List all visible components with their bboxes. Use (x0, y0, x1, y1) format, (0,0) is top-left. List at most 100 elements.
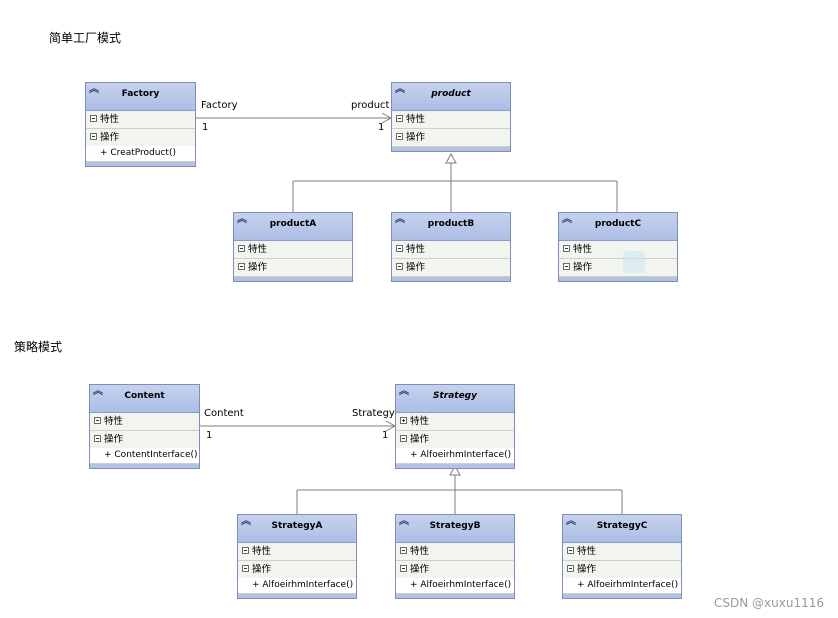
operation-item: + AlfoeirhmInterface() (396, 448, 514, 464)
collapse-box-icon[interactable] (242, 565, 249, 572)
operations-label: 操作 (577, 564, 597, 575)
collapse-box-icon[interactable] (90, 133, 97, 140)
operations-label: 操作 (104, 434, 124, 445)
class-strategy-a[interactable]: ︽ StrategyA 特性 操作 + AlfoeirhmInterface() (237, 514, 357, 599)
class-product-b[interactable]: ︽ productB 特性 操作 (391, 212, 511, 282)
collapse-chevron-icon[interactable]: ︽ (237, 214, 247, 225)
attributes-compartment[interactable]: 特性 (90, 413, 199, 431)
attributes-label: 特性 (410, 546, 430, 557)
collapse-chevron-icon[interactable]: ︽ (93, 386, 103, 397)
attributes-label: 特性 (410, 416, 430, 427)
attributes-compartment[interactable]: 特性 (238, 543, 356, 561)
attributes-compartment[interactable]: 特性 (392, 111, 510, 129)
attributes-compartment[interactable]: 特性 (234, 241, 352, 259)
class-name: Factory (121, 89, 160, 99)
operations-compartment[interactable]: 操作 (392, 259, 510, 277)
operations-compartment[interactable]: 操作 (238, 561, 356, 578)
class-footer (396, 594, 514, 598)
collapse-chevron-icon[interactable]: ︽ (399, 386, 409, 397)
class-strategy-b[interactable]: ︽ StrategyB 特性 操作 + AlfoeirhmInterface() (395, 514, 515, 599)
class-footer (86, 162, 195, 166)
class-product[interactable]: ︽ product 特性 操作 (391, 82, 511, 152)
operations-label: 操作 (406, 132, 426, 143)
operations-compartment[interactable]: 操作 (86, 129, 195, 146)
class-product-a[interactable]: ︽ productA 特性 操作 (233, 212, 353, 282)
attributes-compartment[interactable]: 特性 (86, 111, 195, 129)
class-header: ︽ Factory (86, 83, 195, 111)
overlay-icon (623, 251, 645, 273)
class-header: ︽ productA (234, 213, 352, 241)
class-strategy[interactable]: ︽ Strategy 特性 操作 + AlfoeirhmInterface() (395, 384, 515, 469)
collapse-chevron-icon[interactable]: ︽ (241, 516, 251, 527)
collapse-box-icon[interactable] (94, 417, 101, 424)
class-content[interactable]: ︽ Content 特性 操作 + ContentInterface() (89, 384, 200, 469)
attributes-compartment[interactable]: 特性 (396, 413, 514, 431)
class-footer (396, 464, 514, 468)
class-header: ︽ StrategyB (396, 515, 514, 543)
collapse-box-icon[interactable] (238, 263, 245, 270)
attributes-compartment[interactable]: 特性 (559, 241, 677, 259)
collapse-chevron-icon[interactable]: ︽ (566, 516, 576, 527)
class-name: StrategyB (429, 521, 481, 531)
collapse-chevron-icon[interactable]: ︽ (562, 214, 572, 225)
collapse-chevron-icon[interactable]: ︽ (395, 84, 405, 95)
class-name: productC (594, 219, 642, 229)
operations-compartment[interactable]: 操作 (392, 129, 510, 147)
collapse-box-icon[interactable] (567, 565, 574, 572)
operation-item: + AlfoeirhmInterface() (238, 578, 356, 594)
collapse-box-icon[interactable] (400, 565, 407, 572)
section-title-simple-factory: 简单工厂模式 (49, 31, 122, 45)
class-header: ︽ StrategyA (238, 515, 356, 543)
collapse-box-icon[interactable] (563, 263, 570, 270)
class-header: ︽ Strategy (396, 385, 514, 413)
operations-label: 操作 (100, 132, 120, 143)
collapse-box-icon[interactable] (396, 263, 403, 270)
collapse-box-icon[interactable] (400, 435, 407, 442)
class-footer (392, 147, 510, 151)
collapse-box-icon[interactable] (396, 133, 403, 140)
operation-item: + AlfoeirhmInterface() (396, 578, 514, 594)
generalization-strategies (296, 464, 623, 514)
collapse-box-icon[interactable] (400, 547, 407, 554)
multiplicity-target: 1 (378, 122, 385, 133)
class-name: productB (427, 219, 475, 229)
attributes-label: 特性 (577, 546, 597, 557)
expand-box-icon[interactable] (400, 417, 407, 424)
class-footer (559, 277, 677, 281)
operations-compartment[interactable]: 操作 (396, 561, 514, 578)
operations-compartment[interactable]: 操作 (396, 431, 514, 448)
class-name: StrategyA (271, 521, 323, 531)
collapse-chevron-icon[interactable]: ︽ (89, 84, 99, 95)
operations-label: 操作 (573, 262, 593, 273)
class-product-c[interactable]: ︽ productC 特性 操作 (558, 212, 678, 282)
role-label-strategy: Strategy (352, 408, 395, 419)
collapse-box-icon[interactable] (567, 547, 574, 554)
collapse-box-icon[interactable] (242, 547, 249, 554)
collapse-box-icon[interactable] (563, 245, 570, 252)
class-strategy-c[interactable]: ︽ StrategyC 特性 操作 + AlfoeirhmInterface() (562, 514, 682, 599)
class-factory[interactable]: ︽ Factory 特性 操作 + CreatProduct() (85, 82, 196, 167)
collapse-chevron-icon[interactable]: ︽ (395, 214, 405, 225)
attributes-label: 特性 (248, 244, 268, 255)
operations-compartment[interactable]: 操作 (563, 561, 681, 578)
class-header: ︽ productC (559, 213, 677, 241)
collapse-box-icon[interactable] (238, 245, 245, 252)
operations-compartment[interactable]: 操作 (559, 259, 677, 277)
operations-compartment[interactable]: 操作 (90, 431, 199, 448)
multiplicity-target: 1 (382, 430, 389, 441)
collapse-box-icon[interactable] (94, 435, 101, 442)
operations-label: 操作 (406, 262, 426, 273)
class-name: StrategyC (596, 521, 648, 531)
collapse-box-icon[interactable] (396, 245, 403, 252)
collapse-box-icon[interactable] (90, 115, 97, 122)
collapse-chevron-icon[interactable]: ︽ (399, 516, 409, 527)
attributes-compartment[interactable]: 特性 (396, 543, 514, 561)
class-header: ︽ productB (392, 213, 510, 241)
attributes-label: 特性 (573, 244, 593, 255)
class-footer (392, 277, 510, 281)
attributes-compartment[interactable]: 特性 (563, 543, 681, 561)
collapse-box-icon[interactable] (396, 115, 403, 122)
operations-compartment[interactable]: 操作 (234, 259, 352, 277)
association-factory-product (196, 112, 393, 124)
attributes-compartment[interactable]: 特性 (392, 241, 510, 259)
